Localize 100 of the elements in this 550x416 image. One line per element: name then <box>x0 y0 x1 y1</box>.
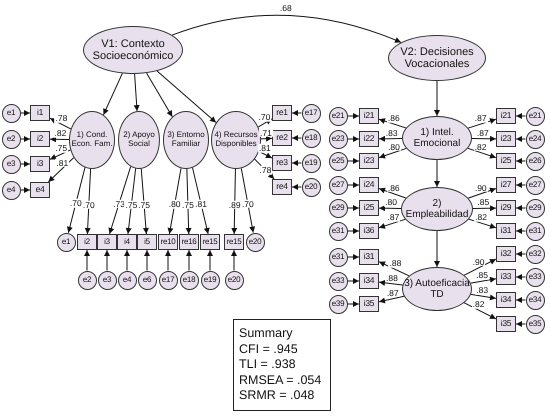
fit-index: RMSEA = .054 <box>239 372 322 388</box>
error-circle <box>2 130 20 148</box>
indicator-box <box>30 182 50 198</box>
node-label: 1) Intel. Emocional <box>412 127 462 149</box>
node-label: e17 <box>304 108 318 118</box>
edge-label: .73 <box>112 199 126 208</box>
edge-label: .90 <box>472 258 486 266</box>
curved-arrow <box>172 14 402 43</box>
node-label: e35 <box>528 320 542 328</box>
arrow <box>292 184 302 190</box>
arrow <box>347 205 360 211</box>
node-label: i23 <box>364 156 374 166</box>
node-label: 2) Empleabilidad <box>404 198 470 220</box>
node-label: i2 <box>84 238 90 246</box>
edge-label: .78 <box>54 114 68 122</box>
node-label: e32 <box>528 250 542 258</box>
node-label: 1) Cond. Econ. Fam. <box>70 131 114 149</box>
edge-label: .82 <box>472 300 486 308</box>
edge-label: .87 <box>474 114 488 122</box>
arrow <box>516 321 526 327</box>
node-label: re15 <box>226 238 242 246</box>
indicator-box <box>359 249 379 265</box>
node-label: i32 <box>500 249 512 259</box>
edge-label: .81 <box>55 158 70 167</box>
error-circle <box>526 176 544 194</box>
latent-variable-ellipse <box>402 116 472 160</box>
edge-label: .75 <box>137 200 151 209</box>
arrow <box>468 188 496 199</box>
indicator-box <box>272 105 292 121</box>
node-label: i1 <box>36 108 44 118</box>
arrow <box>260 136 272 142</box>
arrow <box>516 205 526 211</box>
error-circle <box>526 106 544 126</box>
arrow <box>66 167 86 234</box>
indicator-box <box>359 153 379 169</box>
error-circle <box>328 198 348 218</box>
edge-label: .88 <box>388 259 402 268</box>
arrow <box>84 168 92 234</box>
node-label: e27 <box>332 180 344 190</box>
arrow <box>468 118 496 129</box>
node-label: i33 <box>500 272 512 282</box>
error-circle <box>526 130 544 148</box>
node-label: i34 <box>364 276 374 286</box>
node-label: e2 <box>82 276 92 284</box>
indicator-box <box>359 131 379 147</box>
node-label: e6 <box>142 276 152 284</box>
edge-label: .83 <box>475 286 490 294</box>
arrow <box>186 250 192 271</box>
edge-label: .75 <box>180 200 195 209</box>
indicator-box <box>30 156 50 172</box>
node-label: e29 <box>528 204 542 212</box>
arrow <box>378 218 406 229</box>
indicator-box <box>496 269 516 285</box>
node-label: i4 <box>124 238 130 246</box>
edge-label: .70 <box>258 113 272 122</box>
arrow <box>347 182 360 188</box>
arrow <box>165 250 171 271</box>
latent-variable-ellipse <box>401 187 473 231</box>
edge-label: .80 <box>387 142 401 151</box>
node-label: i36 <box>364 226 374 236</box>
indicator-box <box>359 273 379 289</box>
summary-heading: Summary <box>239 326 292 342</box>
arrow <box>134 74 140 112</box>
node-label: e1 <box>62 238 70 246</box>
node-label: i2 <box>36 134 44 144</box>
node-label: e18 <box>182 276 196 284</box>
arrow <box>347 228 360 234</box>
node-label: e2 <box>6 134 16 144</box>
indicator-box <box>496 200 516 216</box>
arrow <box>470 276 496 284</box>
arrow <box>464 258 496 276</box>
error-circle <box>526 268 544 286</box>
arrow <box>378 261 410 276</box>
arrow <box>292 160 302 166</box>
arrow <box>516 136 526 142</box>
error-circle <box>302 178 320 196</box>
arrow <box>378 118 406 128</box>
arrow <box>186 168 192 234</box>
edge-label: .81 <box>194 200 208 208</box>
arrow <box>240 168 256 234</box>
arrow <box>464 302 496 320</box>
node-label: e20 <box>228 276 240 284</box>
error-circle <box>328 106 348 126</box>
node-label: e29 <box>332 204 344 212</box>
arrow <box>168 168 182 234</box>
arrow <box>434 160 440 188</box>
indicator-box <box>496 246 516 262</box>
indicator-box <box>496 223 516 239</box>
arrow <box>378 205 402 212</box>
edge-label: .87 <box>386 212 400 222</box>
error-circle <box>526 198 544 218</box>
node-label: i25 <box>364 203 374 213</box>
error-circle <box>328 294 348 314</box>
arrow <box>207 250 213 271</box>
summary-box <box>233 319 331 411</box>
arrow <box>516 251 526 257</box>
node-label: i5 <box>144 238 150 246</box>
indicator-box <box>359 177 379 193</box>
edge-label: .90 <box>474 184 488 192</box>
node-label: e3 <box>102 276 112 284</box>
